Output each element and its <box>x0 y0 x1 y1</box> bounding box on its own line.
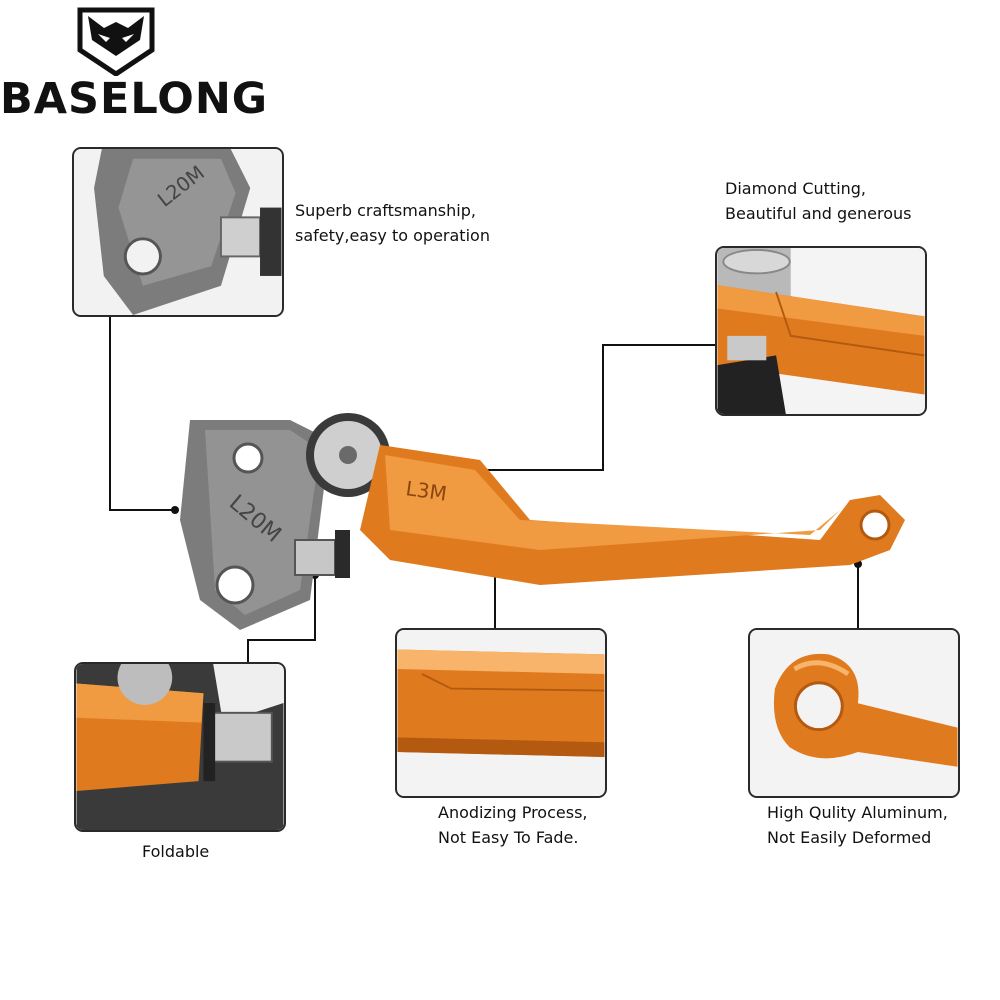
anodizing-image <box>397 630 605 796</box>
caption-foldable: Foldable <box>142 839 209 864</box>
brand-name: BASELONG <box>0 74 269 124</box>
caption-anodizing: Anodizing Process, Not Easy To Fade. <box>438 800 587 850</box>
caption-diamond: Diamond Cutting, Beautiful and generous <box>725 176 911 226</box>
inset-diamond-cutting <box>715 246 927 416</box>
inset-perch-closeup: L20M <box>72 147 284 317</box>
caption-anodizing-line1: Anodizing Process, <box>438 803 588 822</box>
caption-diamond-line2: Beautiful and generous <box>725 204 912 223</box>
lever-body <box>360 445 905 585</box>
inset-foldable <box>74 662 286 832</box>
lever-mark: L3M <box>404 476 448 505</box>
caption-anodizing-line2: Not Easy To Fade. <box>438 828 579 847</box>
caption-aluminum-line2: Not Easily Deformed <box>767 828 932 847</box>
diamond-cutting-image <box>717 248 925 414</box>
adjuster-bolt <box>294 539 336 576</box>
lever-tip-hole <box>859 509 891 541</box>
caption-aluminum: High Qulity Aluminum, Not Easily Deforme… <box>767 800 948 850</box>
caption-aluminum-line1: High Qulity Aluminum, <box>767 803 948 822</box>
caption-craftsmanship-line1: Superb craftsmanship, <box>295 201 476 220</box>
aluminum-image <box>750 630 958 796</box>
caption-craftsmanship-line2: safety,easy to operation <box>295 226 490 245</box>
brake-lever-image: L20M L3M <box>180 413 905 630</box>
wolf-head-shield-icon <box>77 7 155 76</box>
caption-foldable-line1: Foldable <box>142 842 210 861</box>
brand-logo: BASELONG <box>0 0 267 130</box>
perch-hole-top <box>232 442 264 474</box>
inset-aluminum <box>748 628 960 798</box>
perch-closeup-image: L20M <box>74 149 282 315</box>
foldable-image <box>76 664 284 830</box>
perch-hole-bottom <box>215 565 255 605</box>
caption-diamond-line1: Diamond Cutting, <box>725 179 867 198</box>
caption-craftsmanship: Superb craftsmanship, safety,easy to ope… <box>295 198 490 248</box>
inset-anodizing <box>395 628 607 798</box>
